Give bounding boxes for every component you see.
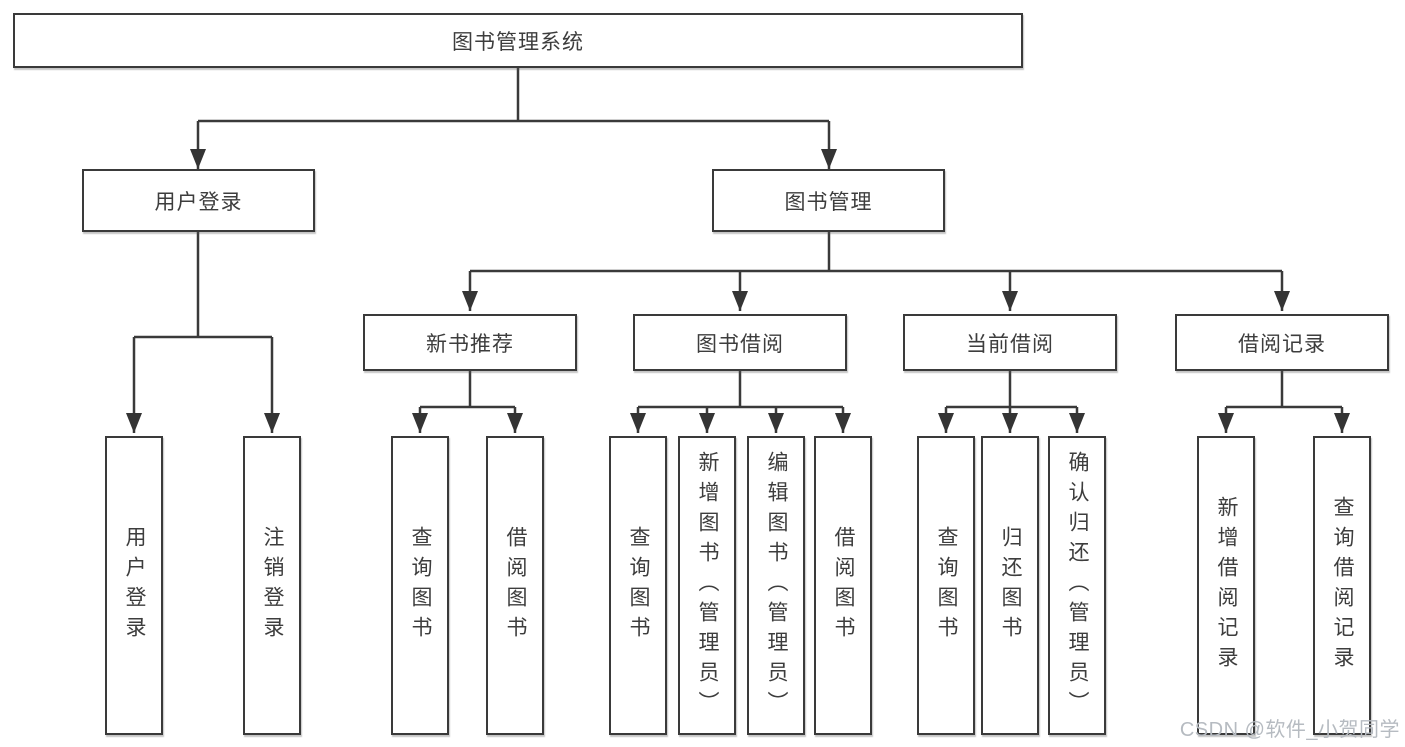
leaf-query-borrow-record-label: 查询借阅记录	[1331, 495, 1355, 676]
node-book-borrow-label: 图书借阅	[696, 332, 784, 356]
leaf-query-books-recommend-label: 查询图书	[409, 525, 433, 646]
leaf-query-books-current-label: 查询图书	[935, 525, 959, 646]
leaf-add-borrow-record: 新增借阅记录	[1197, 436, 1255, 735]
leaf-query-books-borrow: 查询图书	[609, 436, 667, 735]
node-user-login-label: 用户登录	[154, 190, 243, 214]
csdn-watermark: CSDN @软件_小贺同学	[1179, 719, 1400, 741]
node-book-management: 图书管理	[712, 169, 945, 232]
leaf-borrow-book: 借阅图书	[814, 436, 872, 735]
leaf-return-book-label: 归还图书	[999, 525, 1023, 646]
node-new-book-recommend-label: 新书推荐	[426, 332, 514, 356]
leaf-logout: 注销登录	[243, 436, 301, 735]
leaf-return-book: 归还图书	[981, 436, 1039, 735]
leaf-edit-book-admin-label: 编辑图书（管理员）	[765, 450, 789, 721]
node-user-login: 用户登录	[82, 169, 315, 232]
leaf-add-book-admin-label: 新增图书（管理员）	[696, 450, 720, 721]
node-book-borrow: 图书借阅	[633, 314, 847, 371]
leaf-borrow-book-label: 借阅图书	[832, 525, 856, 646]
leaf-user-login-label: 用户登录	[123, 525, 147, 646]
leaf-query-books-current: 查询图书	[917, 436, 975, 735]
leaf-add-borrow-record-label: 新增借阅记录	[1215, 495, 1239, 676]
leaf-confirm-return-admin-label: 确认归还（管理员）	[1066, 450, 1090, 721]
node-current-borrow: 当前借阅	[903, 314, 1117, 371]
node-library-system-label: 图书管理系统	[452, 30, 584, 54]
leaf-query-borrow-record: 查询借阅记录	[1313, 436, 1371, 735]
leaf-borrow-book-recommend-label: 借阅图书	[504, 525, 528, 646]
leaf-query-books-borrow-label: 查询图书	[627, 525, 651, 646]
node-new-book-recommend: 新书推荐	[363, 314, 577, 371]
node-book-management-label: 图书管理	[784, 190, 873, 214]
node-library-system: 图书管理系统	[13, 13, 1023, 68]
node-borrow-records-label: 借阅记录	[1238, 332, 1326, 356]
node-borrow-records: 借阅记录	[1175, 314, 1389, 371]
leaf-user-login: 用户登录	[105, 436, 163, 735]
leaf-confirm-return-admin: 确认归还（管理员）	[1048, 436, 1106, 735]
leaf-borrow-book-recommend: 借阅图书	[486, 436, 544, 735]
leaf-edit-book-admin: 编辑图书（管理员）	[747, 436, 805, 735]
node-current-borrow-label: 当前借阅	[966, 332, 1054, 356]
leaf-logout-label: 注销登录	[261, 525, 285, 646]
leaf-query-books-recommend: 查询图书	[391, 436, 449, 735]
leaf-add-book-admin: 新增图书（管理员）	[678, 436, 736, 735]
